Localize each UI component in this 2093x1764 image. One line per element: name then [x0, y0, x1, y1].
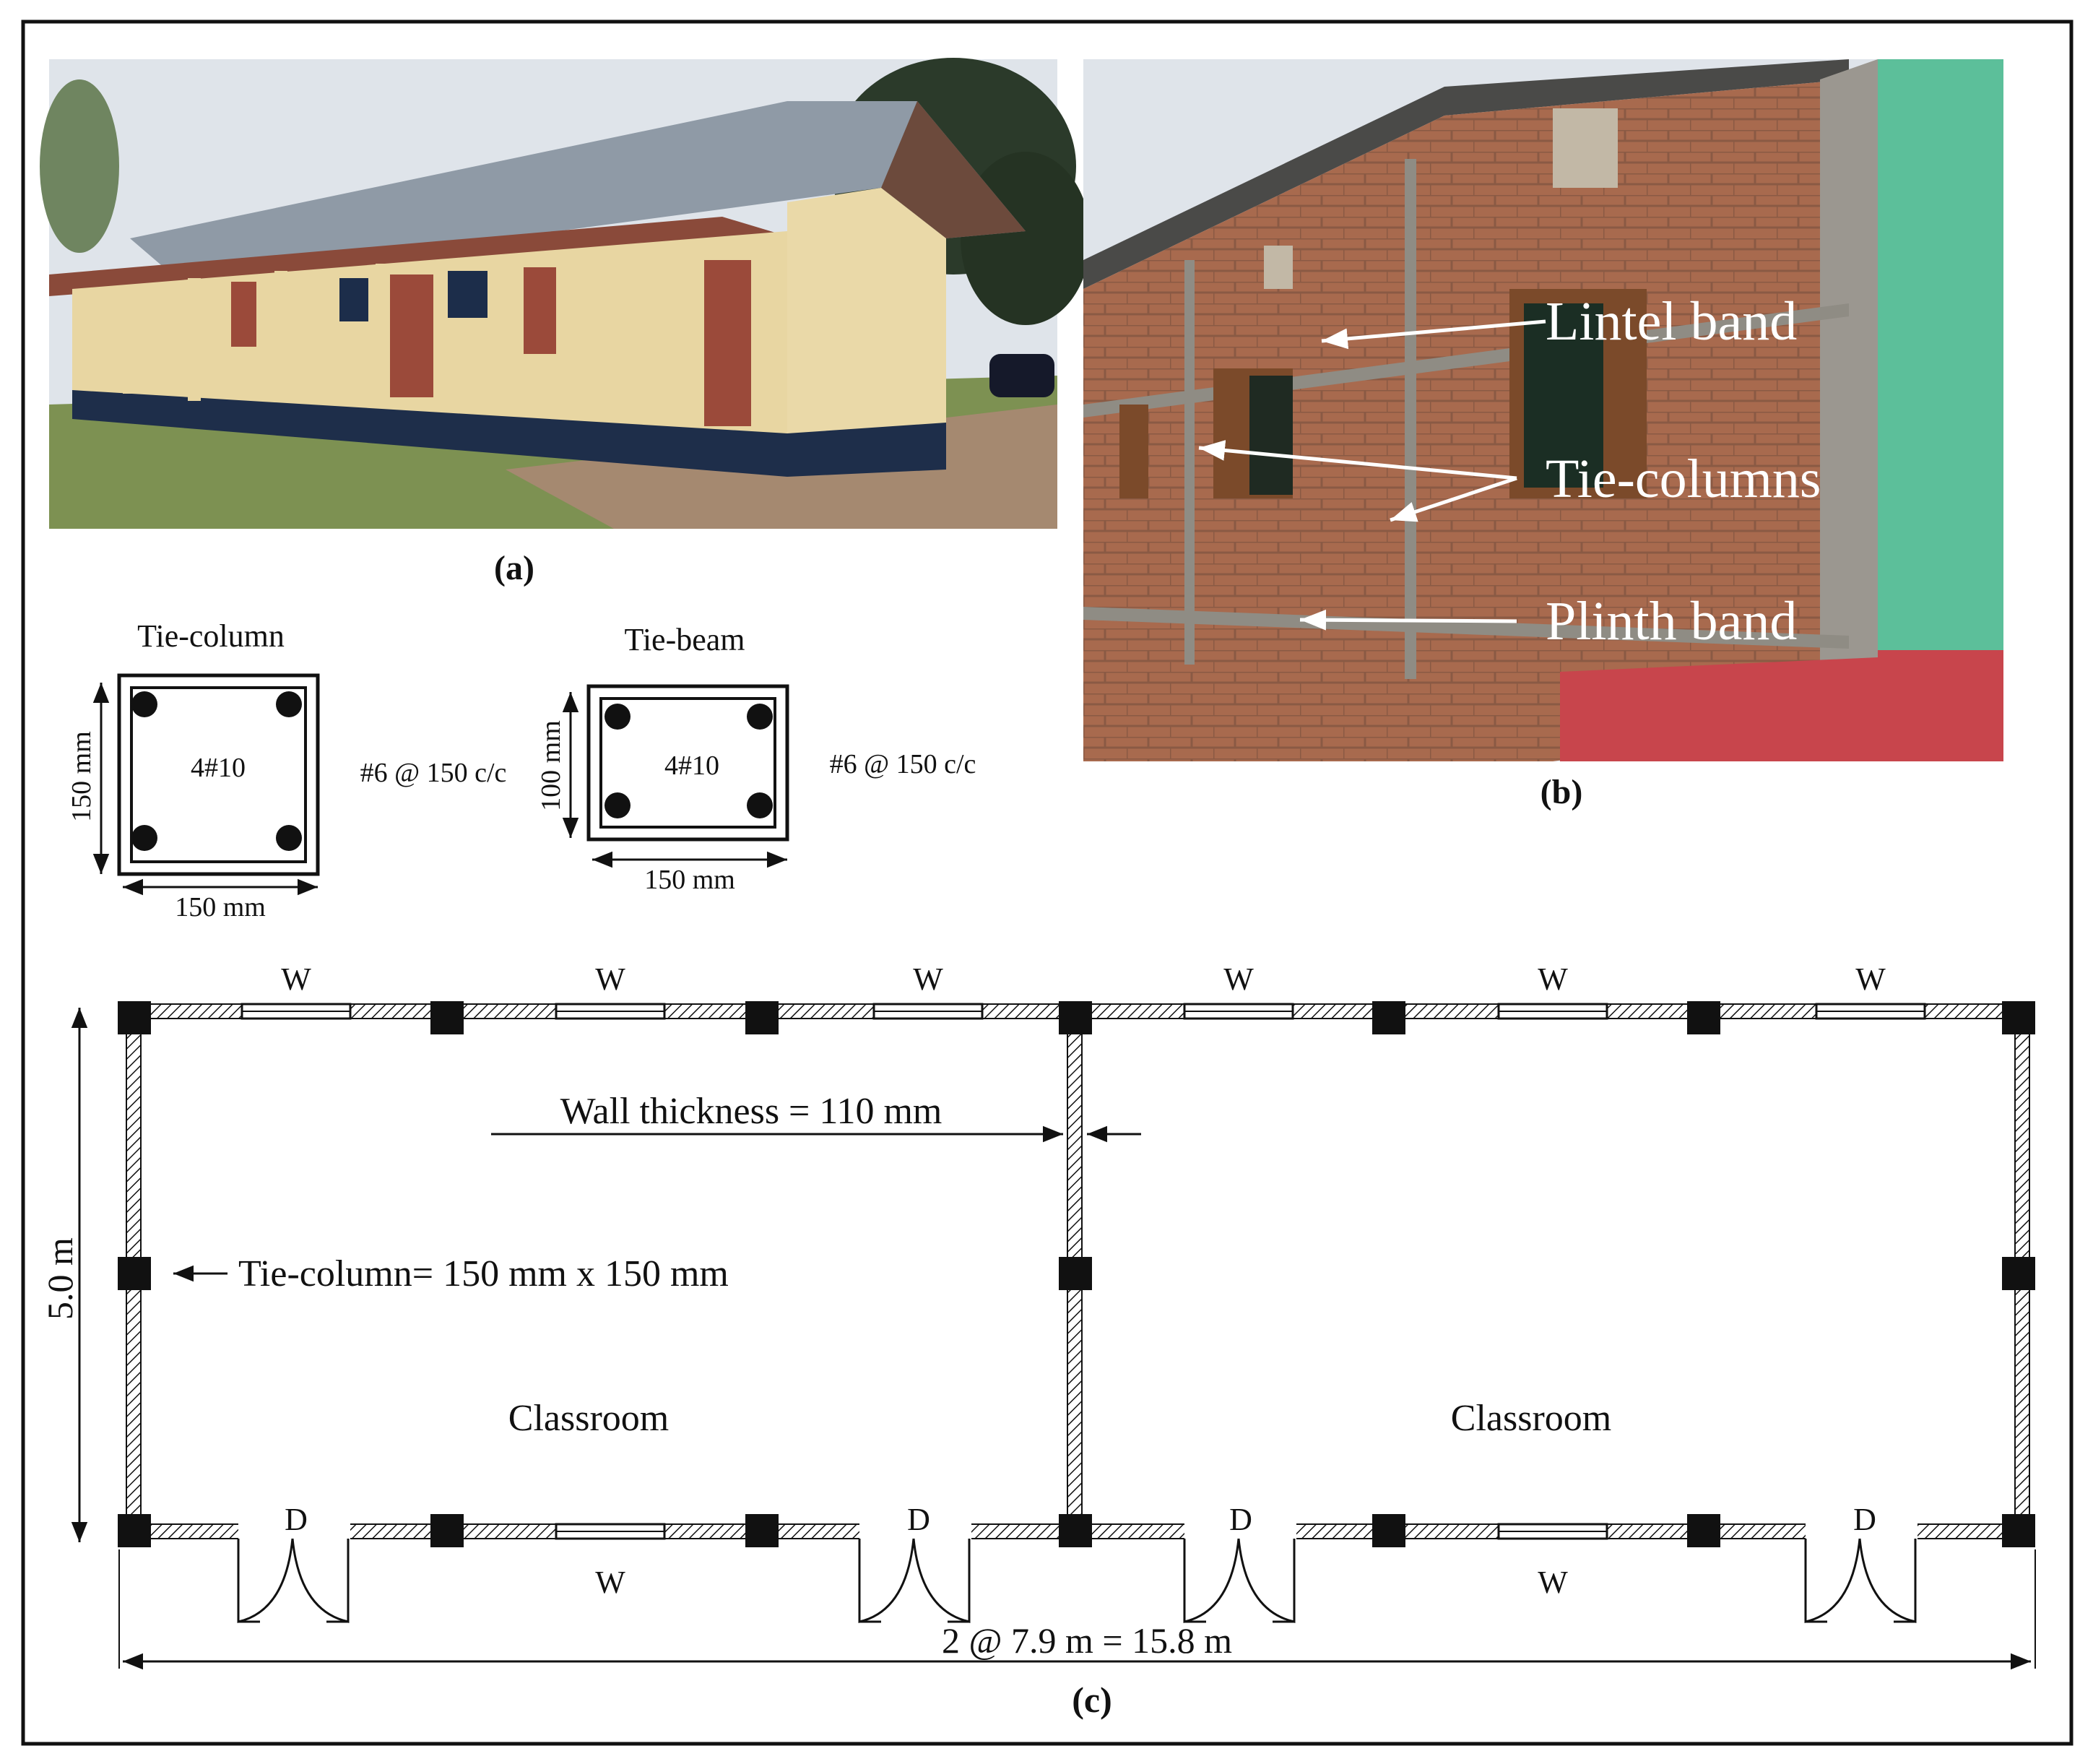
- svg-text:D: D: [907, 1502, 930, 1537]
- tie-column: [430, 1514, 464, 1547]
- classroom-right-label: Classroom: [1451, 1398, 1611, 1439]
- tie-column: [1687, 1514, 1720, 1547]
- svg-text:W: W: [1855, 961, 1886, 997]
- tie-column-section: Tie-column 4#10 150 mm 150 mm #6 @ 150 c…: [66, 618, 506, 922]
- plinth-band-label: Plinth band: [1546, 591, 1797, 652]
- svg-text:W: W: [1223, 961, 1254, 997]
- tie-column-width: 150 mm: [175, 892, 266, 922]
- floor-plan: W W W W W W W: [40, 961, 2036, 1670]
- svg-text:W: W: [595, 1565, 625, 1600]
- tie-column: [1372, 1514, 1405, 1547]
- photo-b-brick-wall: [1083, 59, 2003, 761]
- rebar: [131, 825, 157, 851]
- door: D: [237, 1502, 350, 1623]
- tie-columns-label: Tie-columns: [1546, 449, 1821, 509]
- svg-text:W: W: [1538, 1565, 1568, 1600]
- tie-column: [745, 1001, 779, 1034]
- wall-thickness-label: Wall thickness = 110 mm: [560, 1091, 942, 1132]
- window-top: W: [1497, 961, 1608, 1020]
- svg-text:W: W: [281, 961, 311, 997]
- door: D: [1804, 1502, 1918, 1623]
- classroom-left-label: Classroom: [508, 1398, 669, 1439]
- tie-column-title: Tie-column: [137, 618, 285, 654]
- rebar: [276, 691, 302, 717]
- tie-beam-section: Tie-beam 4#10 100 mm 150 mm #6 @ 150 c/c: [536, 622, 976, 895]
- tie-column: [118, 1514, 151, 1547]
- tie-column-arrow-2: [1390, 476, 1517, 522]
- window-bottom: W: [1497, 1523, 1608, 1600]
- tie-beam-bars: 4#10: [664, 751, 719, 781]
- tie-column-height: 150 mm: [66, 731, 97, 822]
- rebar: [604, 704, 630, 730]
- tie-column: [1059, 1257, 1092, 1290]
- door: D: [858, 1502, 971, 1623]
- tie-column-note: Tie-column= 150 mm x 150 mm: [238, 1253, 729, 1294]
- tie-column: [2002, 1001, 2035, 1034]
- rebar: [747, 792, 773, 818]
- rebar: [131, 691, 157, 717]
- tie-column: [118, 1001, 151, 1034]
- tie-column: [1372, 1001, 1405, 1034]
- caption-c: (c): [1072, 1679, 1112, 1720]
- svg-text:W: W: [913, 961, 943, 997]
- height-dimension: 5.0 m: [40, 1237, 80, 1320]
- plinth-arrow: [1299, 609, 1517, 631]
- tie-beam-stirrups: #6 @ 150 c/c: [830, 749, 976, 779]
- tie-column: [1687, 1001, 1720, 1034]
- tie-column-stirrups: #6 @ 150 c/c: [360, 758, 507, 788]
- lintel-band-label: Lintel band: [1546, 291, 1797, 352]
- window-top: W: [1183, 961, 1294, 1020]
- svg-text:W: W: [1538, 961, 1568, 997]
- tie-column: [2002, 1257, 2035, 1290]
- svg-text:D: D: [1229, 1502, 1252, 1537]
- window-top: W: [555, 961, 666, 1020]
- tie-column-bars: 4#10: [191, 753, 246, 783]
- length-dimension: 2 @ 7.9 m = 15.8 m: [942, 1620, 1232, 1661]
- svg-text:D: D: [1853, 1502, 1876, 1537]
- door: D: [1183, 1502, 1296, 1623]
- tie-beam-width: 150 mm: [644, 865, 735, 895]
- caption-b: (b): [1540, 773, 1583, 811]
- tie-beam-title: Tie-beam: [624, 622, 745, 657]
- svg-text:D: D: [285, 1502, 308, 1537]
- rebar: [604, 792, 630, 818]
- window-top: W: [1815, 961, 1926, 1020]
- rebar: [747, 704, 773, 730]
- window-bottom: W: [555, 1523, 666, 1600]
- svg-text:W: W: [595, 961, 625, 997]
- rebar: [276, 825, 302, 851]
- tie-beam-height: 100 mm: [536, 720, 566, 811]
- tie-column: [745, 1514, 779, 1547]
- photo-a-school-building: [40, 58, 1091, 529]
- tie-column: [118, 1257, 151, 1290]
- tie-column: [430, 1001, 464, 1034]
- tie-column-arrow-1: [1198, 440, 1517, 480]
- tie-column: [1059, 1001, 1092, 1034]
- caption-a: (a): [494, 549, 534, 587]
- lintel-arrow: [1321, 319, 1546, 350]
- window-top: W: [240, 961, 352, 1020]
- window-top: W: [872, 961, 984, 1020]
- tie-column: [1059, 1514, 1092, 1547]
- figure-border: [21, 20, 2074, 1746]
- tie-column: [2002, 1514, 2035, 1547]
